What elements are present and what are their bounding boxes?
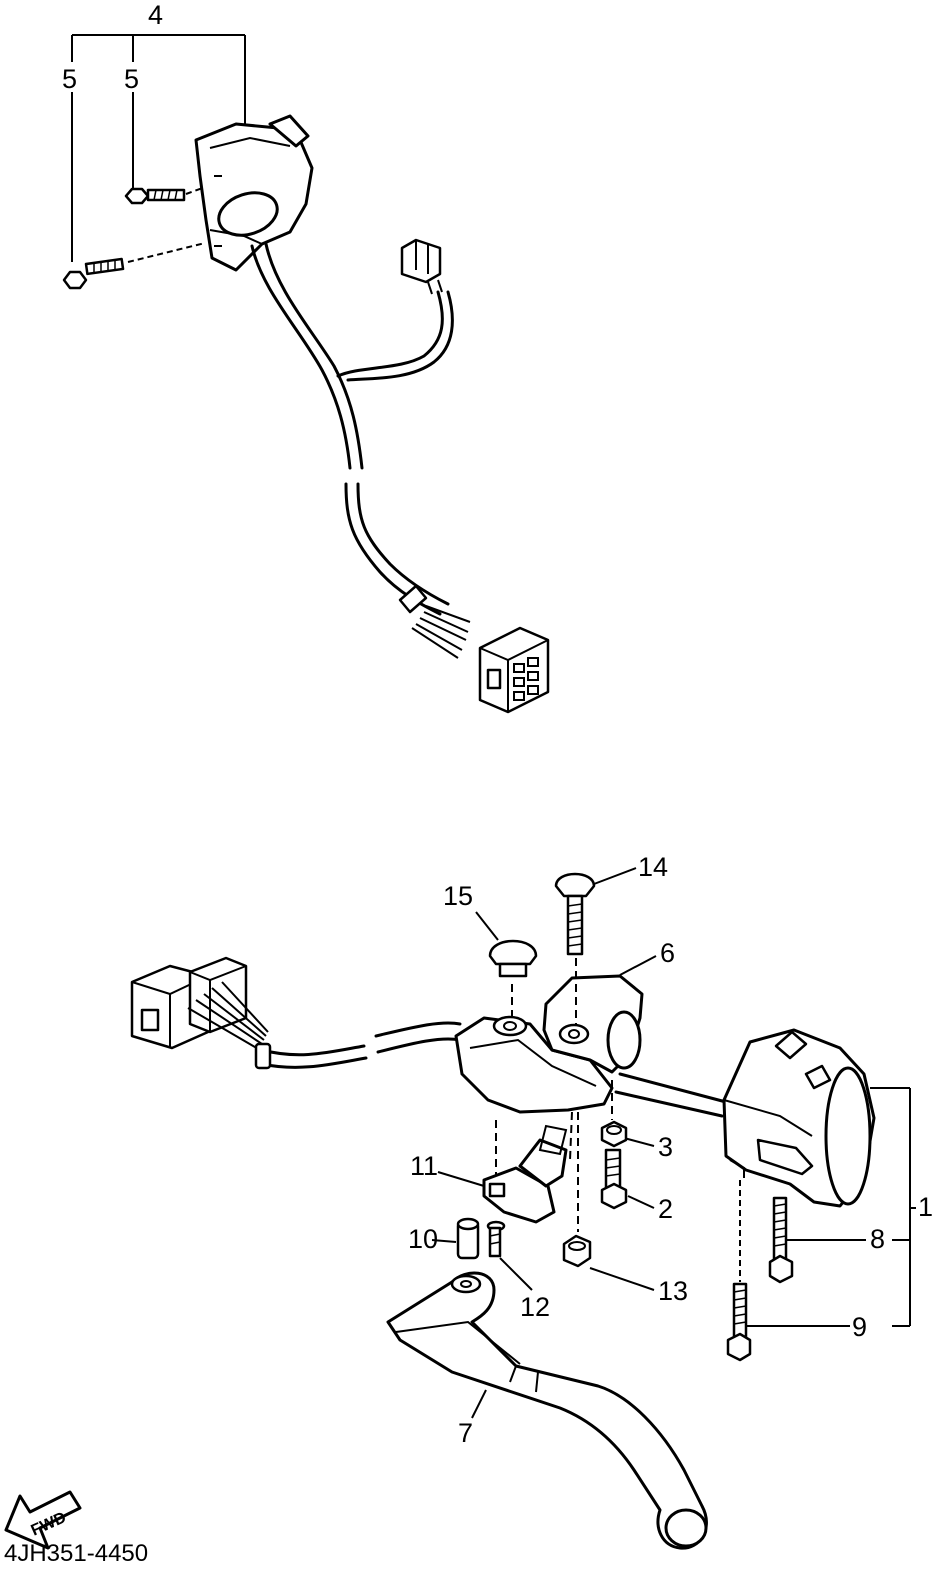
right-switch-and-lever-assembly: 15 14 6 11 10 12 13 2 3 7 1 8 9: [4, 852, 933, 1550]
callout-5-upper-screw: 5: [124, 64, 139, 94]
part-12-nut: [562, 1112, 592, 1268]
callout-13: 2: [658, 1194, 673, 1224]
right-handlebar-switch: [722, 1028, 876, 1208]
callout-bracket-4: [71, 34, 246, 262]
left-switch-housing: [194, 114, 314, 272]
part-13-bolt: [600, 1148, 628, 1210]
left-switch-harness: [250, 238, 550, 714]
callout-3: 9: [852, 1312, 867, 1342]
callout-1: 1: [918, 1192, 933, 1222]
part-9-switch: [482, 1111, 573, 1224]
part-8-collar: [456, 1217, 480, 1260]
callout-10: 14: [638, 852, 668, 882]
callout-14: 3: [658, 1132, 673, 1162]
callout-6: 6: [660, 938, 675, 968]
callout-5-lower-screw: 5: [62, 64, 77, 94]
brake-switch-connectors: [130, 956, 462, 1070]
part-15-cap: [488, 939, 538, 1016]
callout-4: 4: [148, 0, 163, 30]
upper-screw: [124, 185, 209, 205]
fwd-arrow-icon: FWD: [4, 1490, 82, 1550]
part-10-screw: [554, 872, 596, 1026]
callout-8: 10: [408, 1224, 438, 1254]
part-2-screw: [768, 1196, 794, 1284]
callout-11: 12: [520, 1292, 550, 1322]
lever-holder: [454, 974, 728, 1118]
part-11-screw: [486, 1220, 506, 1258]
callout-9: 11: [410, 1151, 438, 1181]
callout-15: 15: [443, 881, 473, 911]
lower-screw: [62, 242, 206, 290]
left-handlebar-switch-assembly: 4 5 5: [62, 0, 550, 714]
part-3-screw: [726, 1180, 752, 1362]
callout-bracket-1: [744, 1087, 916, 1327]
diagram-reference-code: 4JH351-4450: [4, 1540, 149, 1567]
callout-12: 13: [658, 1276, 688, 1306]
callout-7: 7: [458, 1418, 473, 1448]
callout-2: 8: [870, 1224, 885, 1254]
part-7-lever: [386, 1271, 708, 1550]
part-14-nut: [600, 1080, 628, 1148]
